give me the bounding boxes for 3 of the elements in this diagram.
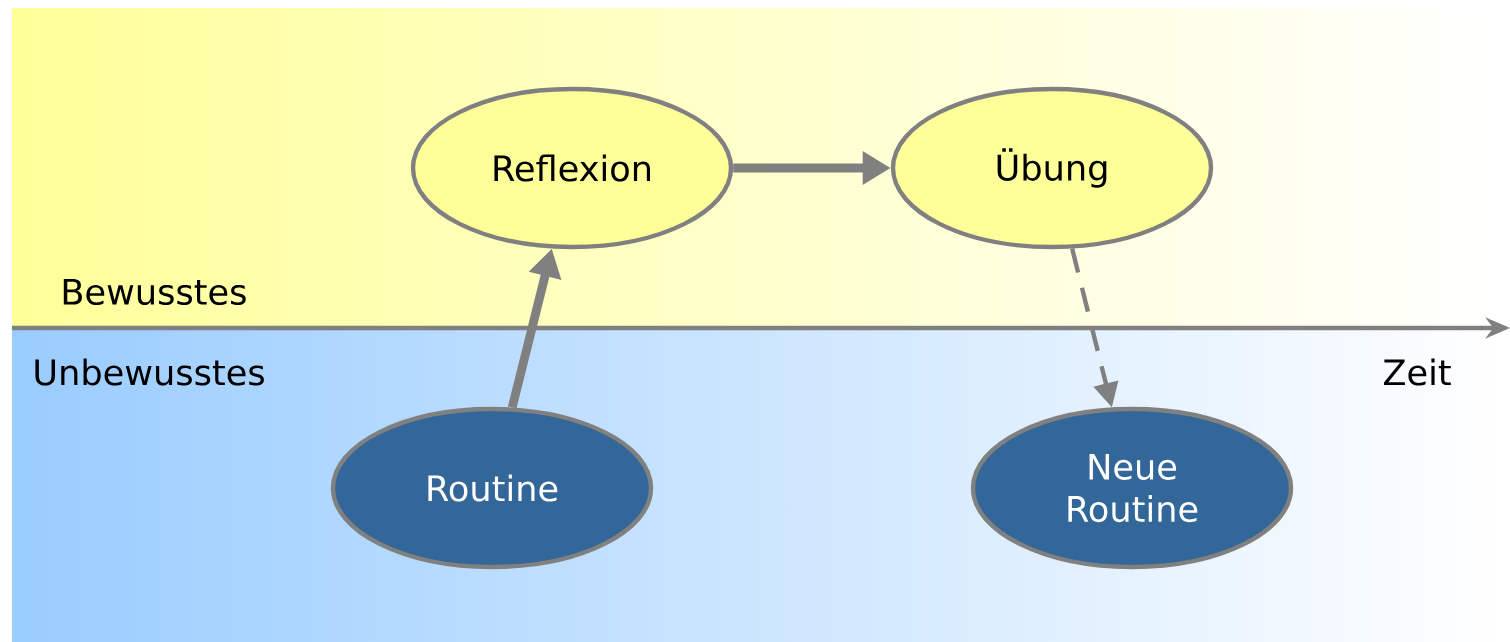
zone-label: Zeit bbox=[1384, 358, 1451, 386]
zone-label: Bewusstes bbox=[63, 278, 246, 306]
zone-label: Unbewusstes bbox=[35, 358, 264, 386]
